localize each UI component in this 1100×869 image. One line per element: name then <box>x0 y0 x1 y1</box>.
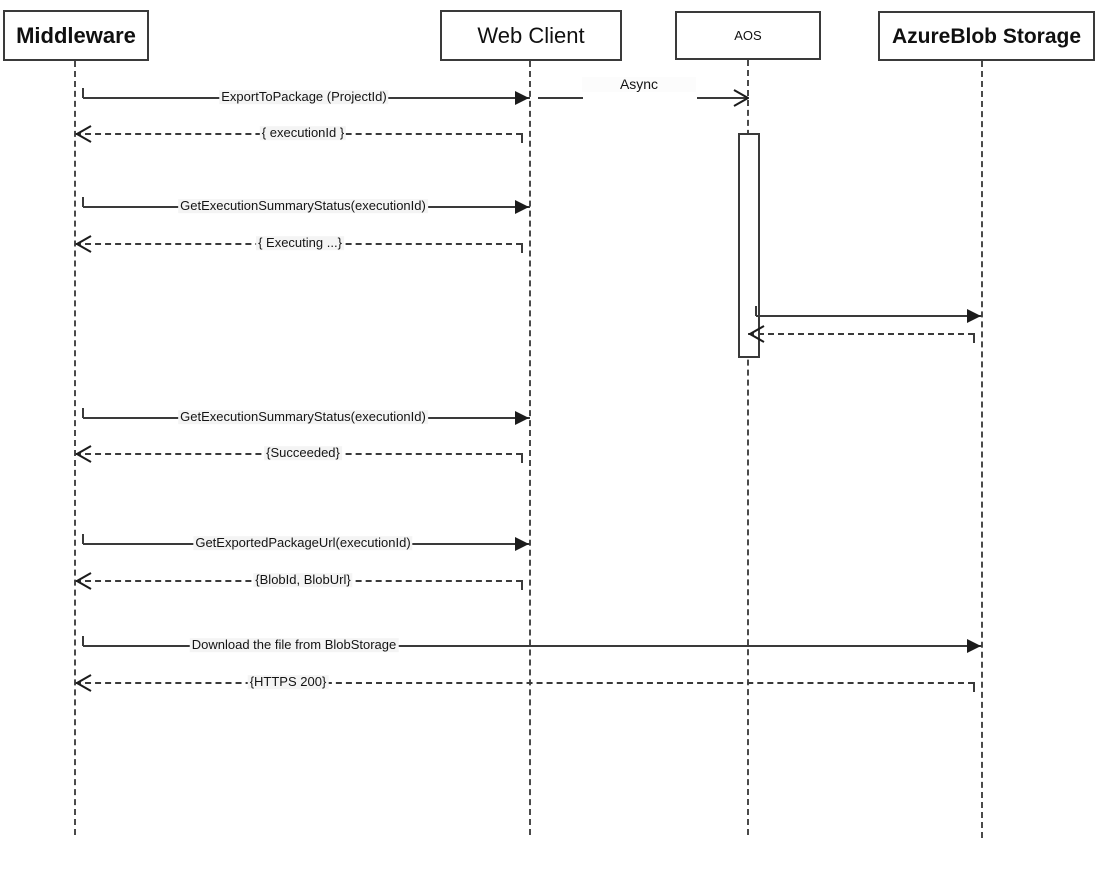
participant-box-blob: AzureBlob Storage <box>878 11 1095 61</box>
arrowhead-filled-icon-m11 <box>967 639 981 653</box>
participant-label-aos: AOS <box>734 28 762 43</box>
message-label-m1b: Async <box>582 77 696 92</box>
arrowhead-filled-icon-m3 <box>515 200 529 214</box>
message-label-m7: GetExecutionSummaryStatus(executionId) <box>178 409 428 425</box>
message-stub-m9 <box>82 534 84 544</box>
message-stub-m8 <box>521 453 523 463</box>
arrowhead-filled-icon-m1 <box>515 91 529 105</box>
message-label-m1: ExportToPackage (ProjectId) <box>219 89 389 105</box>
message-line-m12 <box>75 682 974 684</box>
arrowhead-open-left-icon <box>76 572 92 590</box>
message-stub-m3 <box>82 197 84 207</box>
activation-bar-aos <box>738 133 760 358</box>
message-stub-m12 <box>973 682 975 692</box>
participant-box-webclient: Web Client <box>440 10 622 61</box>
arrowhead-open-right-icon <box>733 89 749 107</box>
arrowhead-filled-icon-m7 <box>515 411 529 425</box>
arrowhead-open-left-icon <box>76 445 92 463</box>
lifeline-blob <box>981 61 983 838</box>
arrowhead-open-left-icon <box>76 674 92 692</box>
message-stub-m1 <box>82 88 84 98</box>
message-label-m8: {Succeeded} <box>264 445 342 461</box>
arrowhead-open-left-icon <box>749 325 765 343</box>
message-stub-m2 <box>521 133 523 143</box>
message-line-m1b-0 <box>538 97 583 99</box>
participant-label-middleware: Middleware <box>16 22 136 48</box>
arrowhead-open-left-icon <box>76 235 92 253</box>
message-label-m2: { executionId } <box>259 125 347 141</box>
participant-label-blob: AzureBlob Storage <box>891 24 1082 48</box>
message-label-m4: { Executing ...} <box>256 235 344 251</box>
participant-box-middleware: Middleware <box>3 10 149 61</box>
arrowhead-filled-icon-m5 <box>967 309 981 323</box>
message-label-m12: {HTTPS 200} <box>247 674 329 690</box>
lifeline-middleware <box>74 61 76 835</box>
message-line-m6 <box>748 333 974 335</box>
message-stub-m7 <box>82 408 84 418</box>
message-label-m10: {BlobId, BlobUrl} <box>253 572 353 588</box>
message-line-m1b-1 <box>697 97 748 99</box>
message-stub-m10 <box>521 580 523 590</box>
arrowhead-filled-icon-m9 <box>515 537 529 551</box>
participant-box-aos: AOS <box>675 11 821 60</box>
message-label-m3: GetExecutionSummaryStatus(executionId) <box>178 198 428 214</box>
participant-label-webclient: Web Client <box>477 22 585 48</box>
message-stub-m6 <box>973 333 975 343</box>
message-label-m11: Download the file from BlobStorage <box>189 637 399 653</box>
lifeline-webclient <box>529 61 531 835</box>
lifeline-aos <box>747 60 749 835</box>
message-label-m9: GetExportedPackageUrl(executionId) <box>193 535 413 551</box>
message-stub-m5 <box>755 306 757 316</box>
message-line-m5 <box>756 315 982 317</box>
message-stub-m11 <box>82 636 84 646</box>
arrowhead-open-left-icon <box>76 125 92 143</box>
message-line-m11 <box>83 645 982 647</box>
message-stub-m4 <box>521 243 523 253</box>
